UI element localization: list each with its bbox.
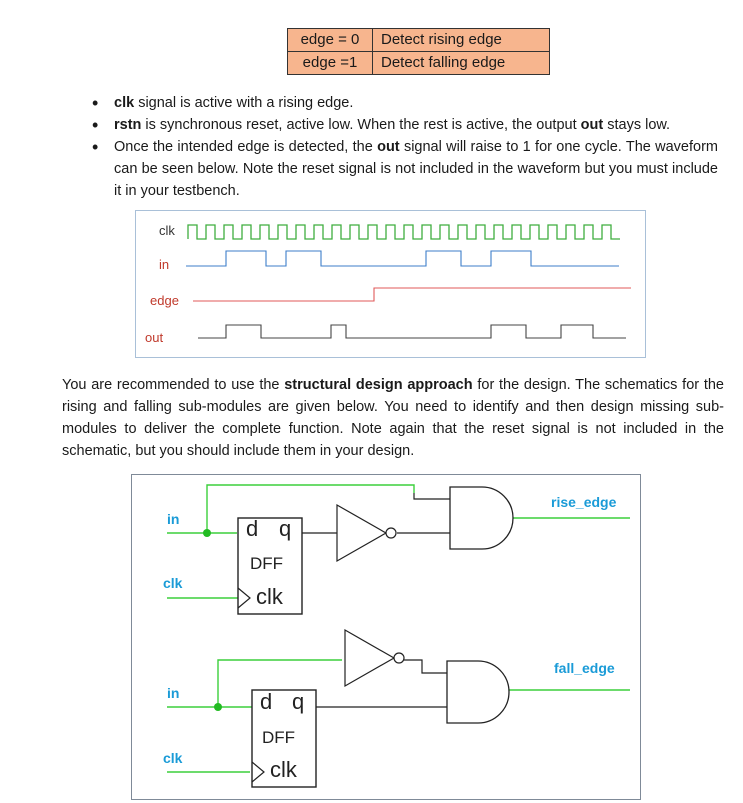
fall-dff-label: DFF — [262, 728, 296, 747]
fall-clk-label: clk — [163, 750, 183, 766]
bullet-text: is synchronous reset, active low. When t… — [141, 117, 581, 133]
list-item: Once the intended edge is detected, the … — [92, 136, 718, 202]
fall-and-gate — [446, 660, 510, 724]
edge-cond-cell: edge =1 — [287, 51, 373, 75]
edge-wave-label: edge — [150, 293, 179, 308]
in-wave-label: in — [159, 257, 170, 272]
rise-and-gate — [449, 486, 514, 550]
out-term: out — [580, 117, 604, 133]
bullet-text: Once the intended edge is detected, the — [114, 139, 378, 155]
rise-clk-label: clk — [163, 575, 183, 591]
bullet-text: signal will raise to 1 for one cycle. Th… — [114, 139, 718, 199]
fall-d-pin: d — [260, 689, 273, 714]
list-item: rstn is synchronous reset, active low. W… — [92, 114, 718, 136]
edge-desc-cell: Detect rising edge — [372, 28, 550, 52]
design-approach-paragraph: You are recommended to use the structura… — [62, 374, 724, 462]
rise-inverter — [336, 503, 388, 563]
fall-inverter — [344, 628, 396, 688]
requirements-list: clk signal is active with a rising edge.… — [92, 92, 718, 202]
in-trace — [186, 250, 619, 267]
clk-trace — [187, 224, 620, 240]
edge-cond-cell: edge = 0 — [287, 28, 373, 52]
out-term: out — [377, 139, 400, 155]
bullet-text: stays low. — [603, 117, 671, 133]
out-wave-label: out — [145, 330, 164, 345]
out-trace — [198, 324, 626, 339]
clk-term: clk — [114, 95, 135, 111]
para-text: You are recommended to use the — [62, 377, 285, 393]
rise-q-pin: q — [279, 516, 292, 541]
table-row: edge = 0 Detect rising edge — [287, 28, 550, 52]
rise-dff-clk-pin: clk — [256, 584, 283, 609]
fall-clk-triangle — [251, 761, 265, 783]
rise-junction-dot — [203, 529, 211, 537]
para-text: for the design. The schematics for the r… — [62, 377, 724, 459]
rstn-term: rstn — [114, 117, 142, 133]
fall-inverter-bubble — [393, 652, 405, 664]
fall-black-wires — [315, 659, 447, 708]
rise-black-wires — [301, 493, 450, 534]
edge-desc-cell: Detect falling edge — [372, 51, 550, 75]
rise-dff-label: DFF — [250, 554, 284, 573]
rise-edge-output-label: rise_edge — [551, 494, 617, 510]
schematic-diagram: in clk rise_edge d q DFF clk fall_edge i… — [131, 474, 641, 800]
bullet-text: signal is active with a rising edge. — [134, 95, 354, 111]
clk-wave-label: clk — [159, 223, 175, 238]
rise-inverter-bubble — [385, 527, 397, 539]
rise-d-pin: d — [246, 516, 259, 541]
rise-clk-triangle — [237, 587, 251, 609]
fall-edge-output-label: fall_edge — [554, 660, 615, 676]
structural-approach-term: structural design approach — [284, 377, 473, 393]
edge-mode-table: edge = 0 Detect rising edge edge =1 Dete… — [287, 28, 550, 75]
edge-trace — [193, 287, 631, 302]
table-row: edge =1 Detect falling edge — [287, 51, 550, 75]
fall-green-wires — [167, 659, 630, 773]
list-item: clk signal is active with a rising edge. — [92, 92, 718, 114]
fall-junction-dot — [214, 703, 222, 711]
waveform-traces — [186, 224, 631, 339]
fall-dff-clk-pin: clk — [270, 757, 297, 782]
rise-dff-box — [237, 517, 303, 615]
schematic-wires — [167, 484, 630, 788]
fall-in-label: in — [167, 685, 180, 701]
rise-green-wires — [167, 484, 630, 599]
fall-q-pin: q — [292, 689, 305, 714]
rise-in-label: in — [167, 511, 180, 527]
waveform-diagram: clk in edge out — [135, 210, 646, 358]
